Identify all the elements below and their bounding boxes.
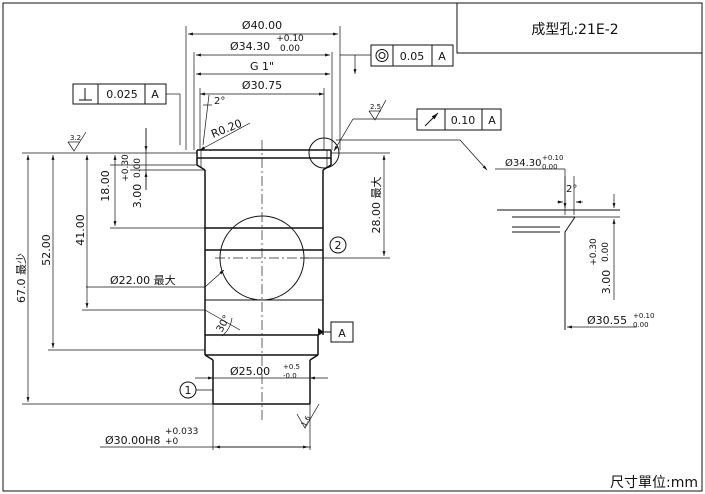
detail-dim-3-tol-up: +0.30 — [589, 238, 599, 266]
dim-d3430-tol-low: 0.00 — [280, 44, 300, 54]
dim-d3430-tol-up: +0.10 — [276, 34, 304, 44]
dim-1-6: 1.6 — [300, 414, 313, 428]
runout-frame: 0.10 A — [416, 108, 502, 131]
drawing-number: 成型孔:21E-2 — [531, 22, 618, 38]
dim-52: 52.00 — [40, 234, 53, 266]
detail-dim-3-tol-low: 0.00 — [601, 242, 611, 262]
roughness-25-value: 2.5 — [370, 103, 381, 111]
dim-g1: G 1" — [250, 60, 274, 73]
unit-label: 尺寸單位:mm — [610, 475, 698, 491]
dim-41: 41.00 — [74, 214, 87, 246]
balloon-1-label: 1 — [185, 384, 192, 397]
perpendicularity-value: 0.025 — [106, 88, 138, 101]
dim-angle-2: 2° — [214, 96, 225, 107]
dim-d25: Ø25.00 — [230, 365, 270, 378]
dim-angle-30: 30° — [215, 313, 233, 334]
perpendicularity-frame: 0.025 A — [72, 83, 167, 105]
datum-a-label: A — [338, 327, 346, 340]
dim-3: 3.00 — [131, 184, 144, 209]
runout-icon — [424, 112, 439, 127]
dim-d25-tol-up: +0.5 — [283, 363, 300, 371]
dim-d3430: Ø34.30 — [230, 40, 270, 53]
dim-28-max: 28.00 最大 — [369, 177, 383, 234]
concentricity-frame: 0.05 A — [370, 44, 454, 67]
dim-d25-tol-low: -0.0 — [283, 372, 297, 380]
dim-d22-max: Ø22.00 最大 — [110, 273, 176, 287]
concentricity-datum: A — [438, 50, 446, 63]
datum-a-marker: A — [318, 321, 354, 343]
detail-d3055-tol-low: 0.00 — [633, 321, 649, 329]
dim-3-tol-up: +0.30 — [121, 154, 131, 182]
dim-3-tol-low: 0.00 — [133, 158, 143, 178]
part-outline — [196, 149, 332, 405]
roughness-symbol-32: 3.2 — [67, 131, 87, 152]
dim-r020: R0.20 — [209, 117, 244, 141]
detail-angle-2: 2° — [566, 184, 577, 195]
detail-d3430-tol-up: +0.10 — [542, 154, 563, 162]
dim-d3075: Ø30.75 — [242, 79, 282, 92]
detail-d3430-tol-low: 0.00 — [542, 163, 558, 171]
balloon-2-label: 2 — [335, 239, 342, 252]
balloon-2 — [329, 236, 347, 254]
dim-d30h8-tol-up: +0.033 — [165, 427, 198, 437]
roughness-32-value: 3.2 — [70, 134, 81, 142]
dim-67-min: 67.0 最少 — [15, 253, 28, 303]
dim-18: 18.00 — [99, 170, 112, 202]
dim-d30h8-tol-low: +0 — [165, 437, 179, 447]
concentricity-icon — [375, 49, 389, 62]
concentricity-value: 0.05 — [400, 50, 425, 63]
detail-d3430: Ø34.30 — [505, 157, 542, 169]
runout-datum: A — [488, 114, 496, 127]
detail-d3055-tol-up: +0.10 — [633, 312, 654, 320]
title-block — [456, 2, 703, 54]
perpendicularity-datum: A — [151, 88, 159, 101]
detail-dim-3: 3.00 — [600, 270, 613, 295]
dim-d30h8: Ø30.00H8 — [105, 434, 160, 447]
detail-view: 2° Ø34.30 +0.10 0.00 3.00 +0.30 0.00 Ø30… — [495, 154, 654, 330]
detail-d3055: Ø30.55 — [587, 314, 627, 327]
runout-value: 0.10 — [451, 114, 476, 127]
roughness-symbol-25: 2.5 — [368, 99, 387, 121]
dim-d40: Ø40.00 — [242, 19, 282, 32]
